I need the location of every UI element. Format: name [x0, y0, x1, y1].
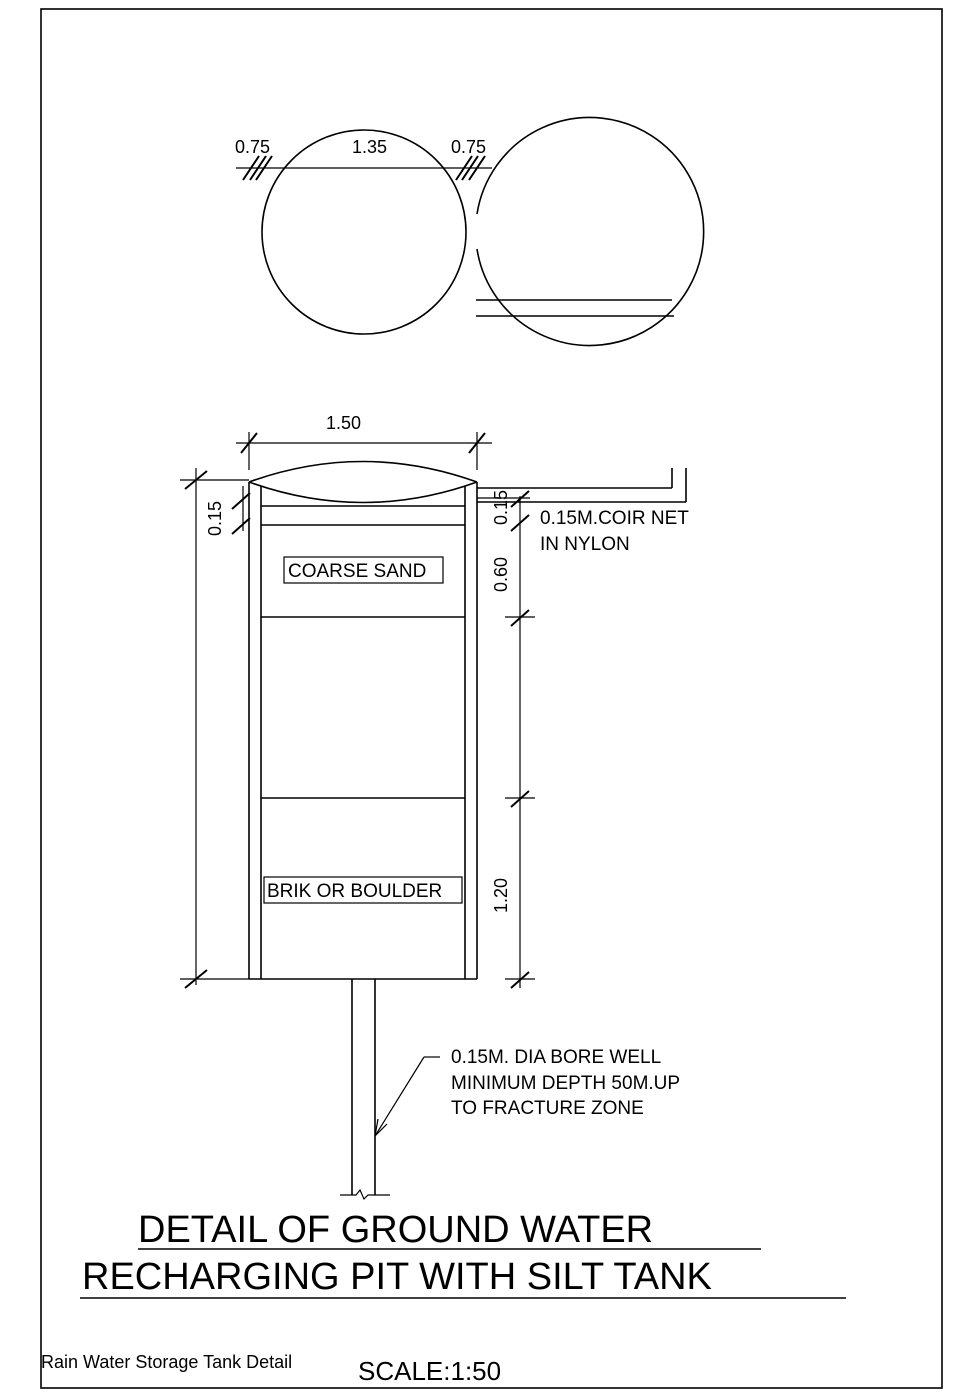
right-dim-boulder: 1.20	[491, 878, 511, 913]
right-dim-sand: 0.60	[491, 557, 511, 592]
boulder-label: BRIK OR BOULDER	[267, 881, 442, 902]
drawing-scale: SCALE:1:50	[358, 1356, 501, 1386]
title-block: DETAIL OF GROUND WATER RECHARGING PIT WI…	[80, 1209, 846, 1299]
bore-note-line2: MINIMUM DEPTH 50M.UP	[451, 1073, 680, 1094]
pit-dome-bottom	[248, 481, 478, 504]
coir-note-line2: IN NYLON	[540, 534, 630, 555]
bore-well-break	[340, 1188, 390, 1201]
plan-outer-circle	[476, 116, 705, 347]
title-line1: DETAIL OF GROUND WATER	[138, 1209, 653, 1251]
sheet-border	[40, 8, 943, 1389]
left-height-dim: 0.15	[205, 501, 225, 536]
boulder-box	[263, 876, 463, 904]
plan-dim-center: 1.35	[352, 137, 387, 157]
coarse-sand-label: COARSE SAND	[288, 561, 426, 582]
bore-note-line3: TO FRACTURE ZONE	[451, 1098, 644, 1119]
pit-dome-top	[248, 460, 478, 483]
coir-note-line1: 0.15M.COIR NET	[540, 508, 689, 529]
drawing-name: Rain Water Storage Tank Detail	[41, 1352, 292, 1372]
bore-note-line1: 0.15M. DIA BORE WELL	[451, 1047, 661, 1068]
plan-dim-left: 0.75	[235, 137, 270, 157]
plan-inner-circle	[261, 129, 467, 335]
plan-view: 0.75 1.35 0.75	[235, 116, 705, 347]
coarse-sand-box	[283, 556, 444, 584]
section-width-dim: 1.50	[326, 413, 361, 433]
title-line2: RECHARGING PIT WITH SILT TANK	[82, 1256, 712, 1298]
plan-dim-right: 0.75	[451, 137, 486, 157]
right-dim-top: 0.15	[491, 490, 511, 525]
section-view: 1.50 COARSE SAND BRIK OR BOULDER 0.15	[180, 413, 689, 1201]
bore-note-leader	[374, 1056, 425, 1137]
